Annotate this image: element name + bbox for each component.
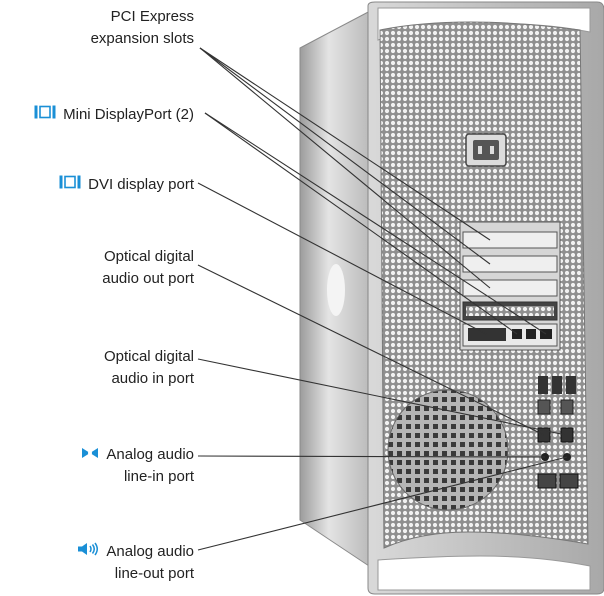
label-line-in-line2: line-in port bbox=[123, 468, 194, 486]
label-optical-in-line2: audio in port bbox=[111, 370, 194, 387]
label-dvi-text: DVI display port bbox=[88, 176, 194, 194]
apple-logo-mark bbox=[327, 264, 345, 316]
label-optical-out: Optical digital audio out port bbox=[102, 246, 194, 290]
label-optical-out-line2: audio out port bbox=[102, 270, 194, 287]
label-pci-line2: expansion slots bbox=[90, 30, 194, 47]
label-mini-displayport: Mini DisplayPort (2) bbox=[34, 104, 194, 126]
label-mini-displayport-text: Mini DisplayPort (2) bbox=[63, 106, 194, 124]
label-line-in-line1: Analog audio bbox=[106, 446, 194, 464]
label-line-out: Analog audio line-out port bbox=[77, 541, 194, 585]
label-pci-express: PCI Express expansion slots bbox=[91, 6, 194, 50]
leader-minidp-2 bbox=[204, 112, 547, 335]
leader-optical-in bbox=[197, 358, 567, 436]
leader-pci-1 bbox=[199, 47, 491, 241]
display-port-icon bbox=[34, 104, 56, 126]
label-optical-in-line1: Optical digital bbox=[103, 348, 194, 365]
label-line-out-line2: line-out port bbox=[114, 565, 194, 583]
leader-line-in bbox=[197, 455, 546, 458]
fan-grille bbox=[387, 389, 509, 511]
label-optical-out-line1: Optical digital bbox=[103, 248, 194, 265]
speaker-volume-icon bbox=[77, 541, 99, 563]
label-line-out-line1-row: Analog audio bbox=[77, 541, 194, 563]
label-dvi-port: DVI display port bbox=[59, 174, 194, 196]
leader-pci-2 bbox=[199, 47, 491, 265]
audio-line-in-icon bbox=[81, 444, 99, 466]
display-port-icon bbox=[59, 174, 81, 196]
leader-dvi bbox=[197, 182, 487, 335]
bottom-foot-cutout bbox=[377, 555, 591, 591]
leader-pci-3 bbox=[199, 47, 491, 289]
power-socket bbox=[465, 133, 507, 167]
io-port-cluster bbox=[537, 376, 579, 489]
leader-minidp-1 bbox=[204, 112, 518, 335]
leader-lines bbox=[197, 47, 568, 551]
leader-optical-out bbox=[197, 264, 545, 436]
leader-line-out bbox=[197, 456, 568, 551]
label-line-out-line1: Analog audio bbox=[106, 543, 194, 561]
label-pci-line1: PCI Express bbox=[110, 8, 194, 25]
label-optical-in: Optical digital audio in port bbox=[104, 346, 194, 390]
graphics-card-ports bbox=[462, 323, 558, 347]
label-line-in: Analog audio line-in port bbox=[81, 444, 194, 488]
label-line-in-line1-row: Analog audio bbox=[81, 444, 194, 466]
